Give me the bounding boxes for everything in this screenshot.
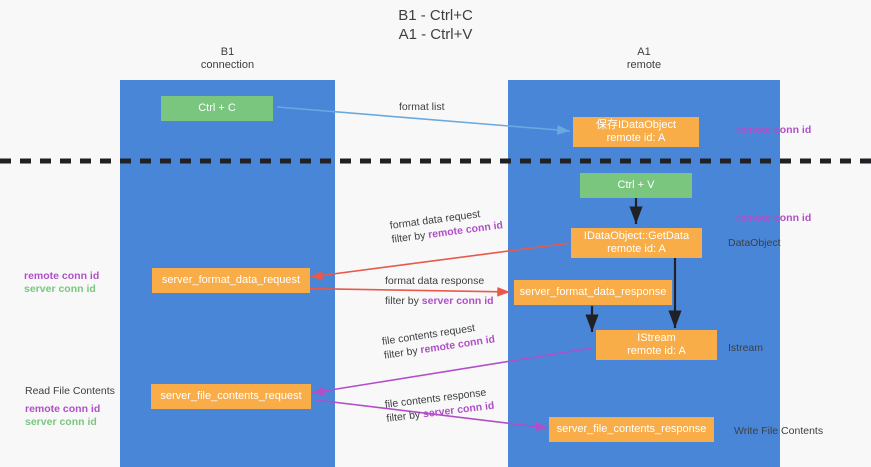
node-server-format-data-response[interactable]: server_format_data_response: [514, 280, 672, 305]
note-left-remote: remote conn id: [24, 270, 100, 282]
node-istream-line1: IStream: [637, 332, 676, 344]
node-server-format-data-request-label: server_format_data_request: [161, 274, 301, 286]
node-save-dataobject[interactable]: 保存IDataObject remote id: A: [573, 117, 699, 147]
node-ctrl-v-label: Ctrl + V: [617, 179, 655, 191]
note-left-server: server conn id: [24, 283, 96, 295]
lane-header-b1: B1 connection: [120, 46, 335, 72]
note-left-server-b: server conn id: [25, 416, 97, 428]
note-read-file-contents: Read File Contents: [25, 385, 115, 397]
edge-label-format-data-request: format data request filter by remote con…: [389, 204, 504, 246]
note-right-remote-mid: remote conn id: [736, 212, 812, 224]
edge-label-file-contents-request: file contents request filter by remote c…: [381, 318, 496, 362]
node-save-dataobject-line2: remote id: A: [606, 132, 666, 144]
lane-header-a1: A1 remote: [508, 46, 780, 72]
node-getdata[interactable]: IDataObject::GetData remote id: A: [571, 228, 702, 258]
edge-label-file-contents-response: file contents response filter by server …: [384, 385, 495, 426]
note-dataobject: DataObject: [728, 237, 781, 249]
lane-header-b1-role: connection: [200, 59, 255, 71]
edge-label-format-list-text: format list: [399, 101, 445, 113]
node-istream-line2: remote id: A: [627, 345, 686, 357]
node-server-file-contents-response-label: server_file_contents_response: [556, 423, 707, 435]
lane-header-a1-name: A1: [637, 46, 651, 58]
edge-label-format-data-response-key: server conn id: [421, 295, 494, 307]
note-istream: Istream: [728, 342, 764, 354]
note-left-remote-b: remote conn id: [25, 403, 101, 415]
node-ctrl-c-label: Ctrl + C: [198, 102, 236, 114]
node-server-file-contents-request[interactable]: server_file_contents_request: [151, 384, 311, 409]
note-right-remote-top: remote conn id: [736, 124, 812, 136]
node-server-format-data-request[interactable]: server_format_data_request: [152, 268, 310, 293]
node-server-file-contents-response[interactable]: server_file_contents_response: [549, 417, 714, 442]
node-ctrl-v[interactable]: Ctrl + V: [580, 173, 692, 198]
node-ctrl-c[interactable]: Ctrl + C: [161, 96, 273, 121]
node-getdata-line1: IDataObject::GetData: [583, 230, 690, 242]
edge-label-format-data-response: format data response filter by server co…: [385, 274, 494, 308]
title-line-1: B1 - Ctrl+C: [398, 7, 473, 24]
node-istream[interactable]: IStream remote id: A: [596, 330, 717, 360]
lane-header-b1-name: B1: [220, 46, 235, 58]
lane-header-a1-role: remote: [626, 59, 662, 71]
node-getdata-line2: remote id: A: [607, 243, 666, 255]
title-line-2: A1 - Ctrl+V: [398, 26, 473, 43]
edge-label-format-data-response-line1: format data response: [385, 275, 485, 287]
edge-label-format-data-response-line2: filter by server conn id: [385, 295, 494, 307]
node-server-file-contents-request-label: server_file_contents_request: [160, 390, 302, 402]
edge-label-format-list: format list: [399, 100, 445, 114]
node-save-dataobject-line1: 保存IDataObject: [595, 119, 677, 131]
node-server-format-data-response-label: server_format_data_response: [519, 286, 667, 298]
note-write-file-contents: Write File Contents: [734, 425, 824, 437]
diagram-title: B1 - Ctrl+C A1 - Ctrl+V: [0, 6, 871, 44]
